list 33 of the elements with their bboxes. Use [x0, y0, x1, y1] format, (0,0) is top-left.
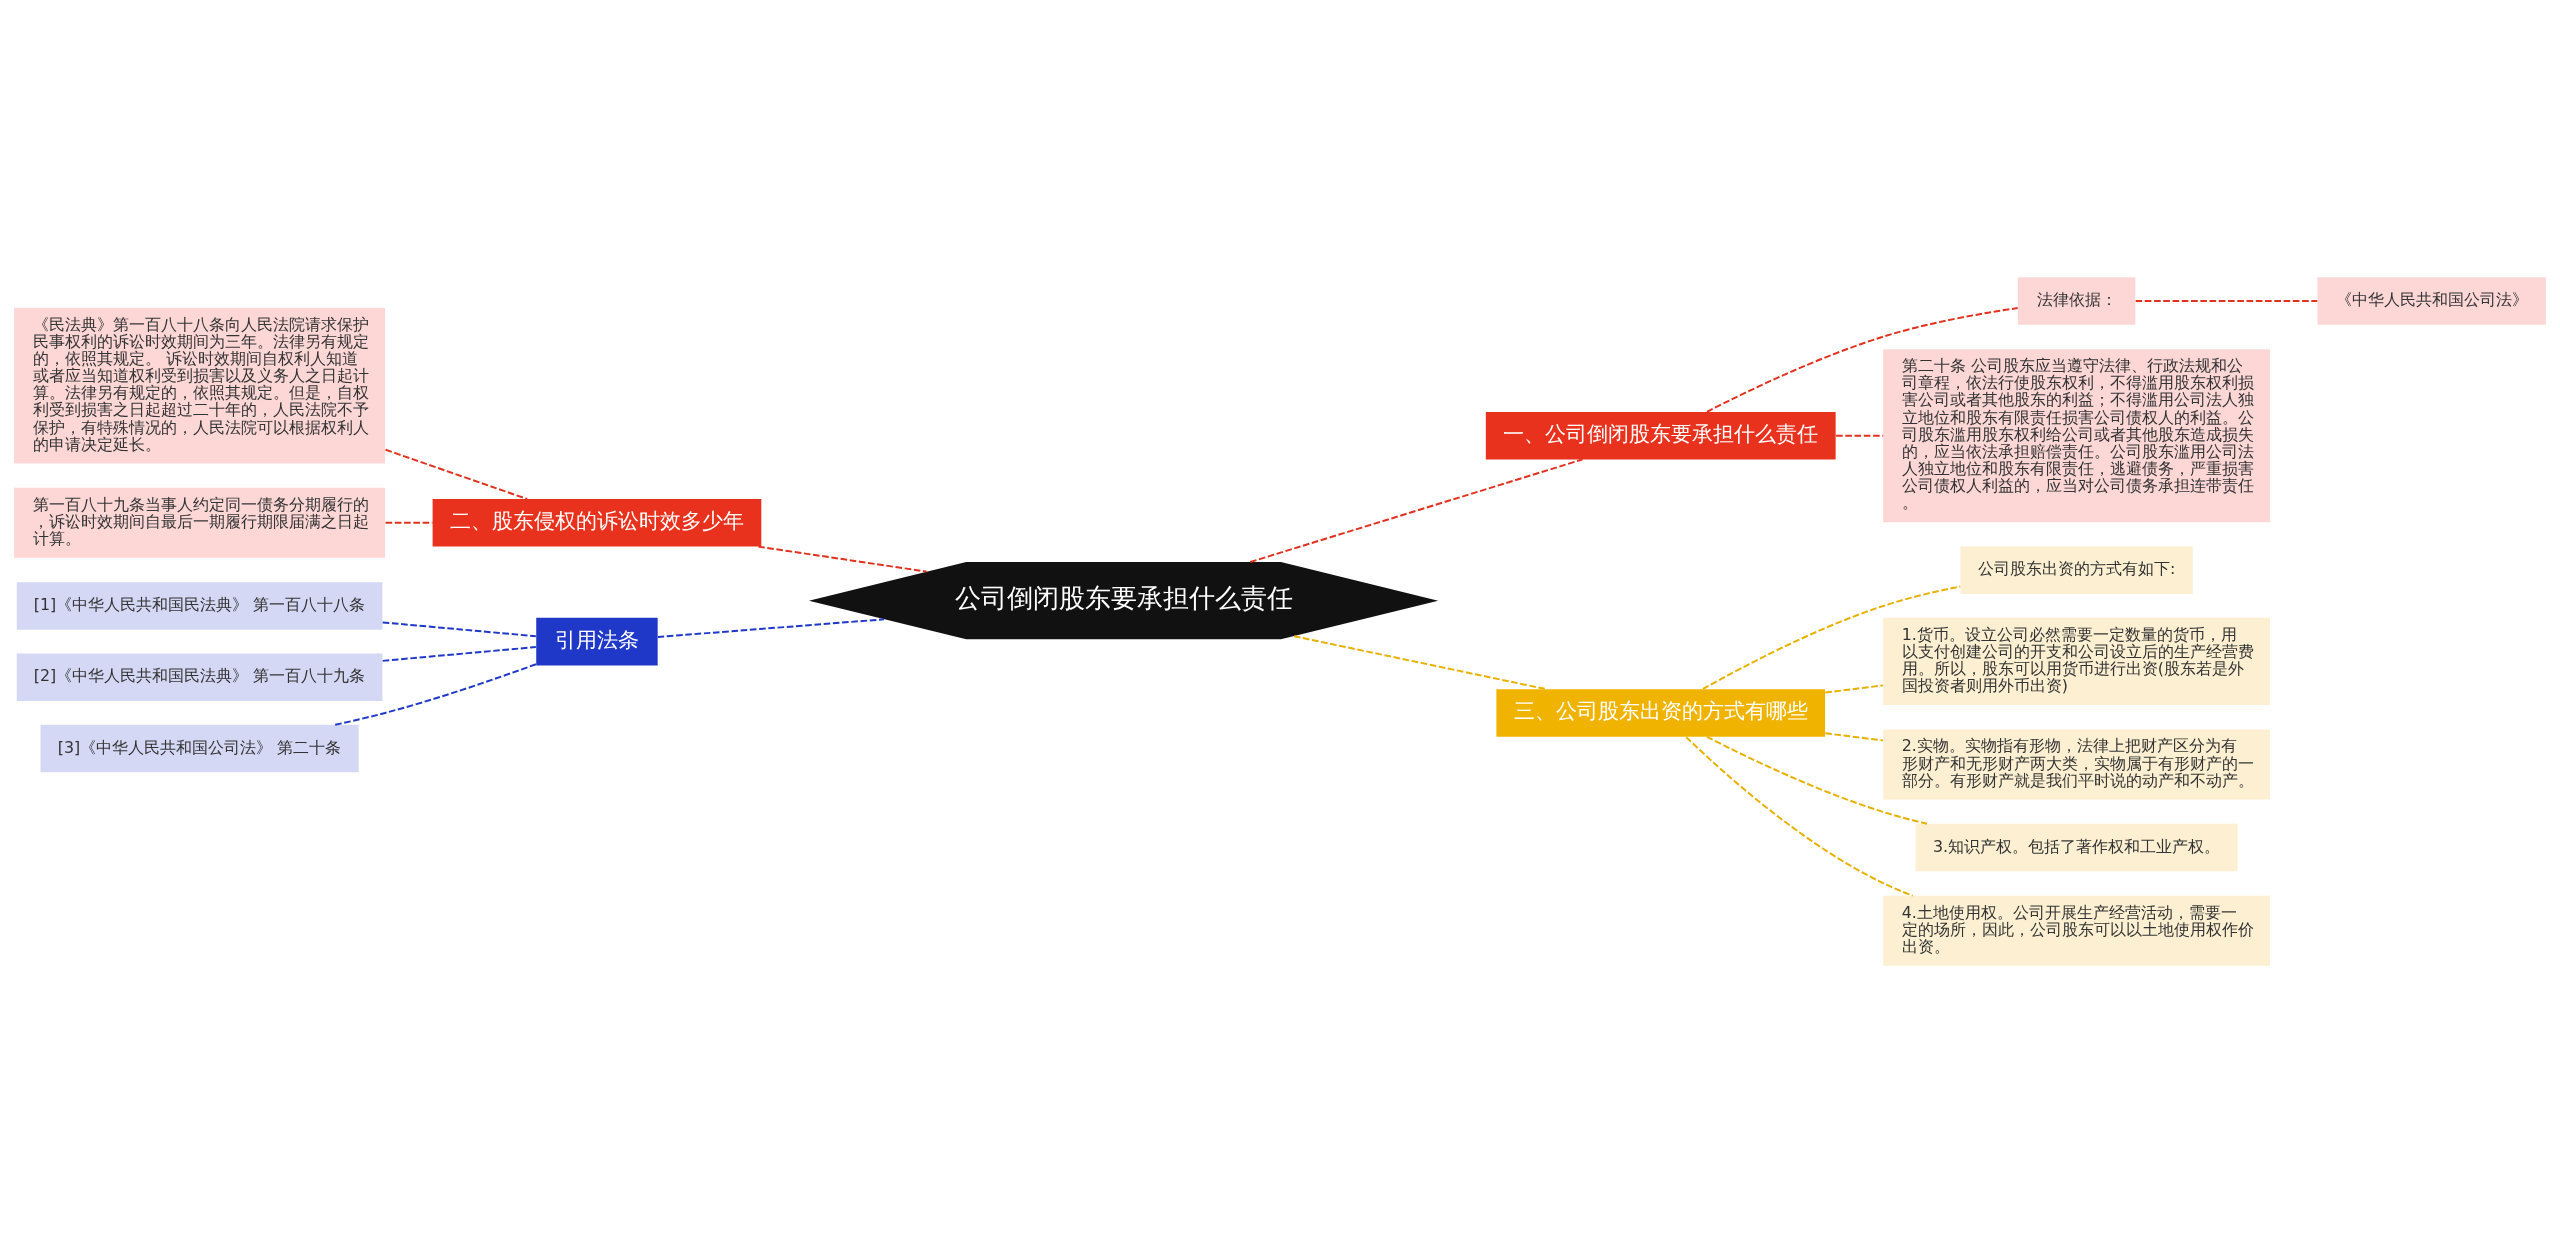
- node-box: [3]《中华人民共和国公司法》 第二十条: [40, 724, 359, 772]
- connector: [757, 545, 928, 573]
- node-box: 法律依据：: [2017, 276, 2136, 325]
- node-box: 第二十条 公司股东应当遵守法律、行政法规和公司章程，依法行使股东权利，不得滥用股东权利损害公司或者其他股东的利益；不得滥用公司法人独立地位和股东有限责任损害公司债权人的利益。公司股东滥用股东权利给公司或者其他股东造成损失的，应当依法承担赔偿责任。公司股东滥用公司法人独立地位和股东有限责任，逃避债务，严重损害公司债权人利益的，应当对公司债务承担连带责任。: [1883, 348, 2270, 522]
- connector: [1702, 585, 1962, 690]
- connector: [656, 617, 885, 638]
- node-box: 《民法典》第一百八十八条向人民法院请求保护民事权利的诉讼时效期间为三年。法律另有规定的，依照其规定。 诉讼时效期间自权利人知道或者应当知道权利受到损害以及义务人之日起计算。法律另有规定的，依照其规定。但是，自权利受到损害之日起超过二十年的，人民法院不予保护，有特殊情况的，人民法院可以根据权利人的申请决定延长。: [14, 307, 386, 463]
- connector: [1824, 731, 1885, 741]
- connector: [1824, 683, 1885, 694]
- connector: [1706, 735, 1929, 825]
- node-box: 三、公司股东出资的方式有哪些: [1496, 688, 1826, 737]
- connector: [1293, 634, 1548, 690]
- node-box: [2]《中华人民共和国民法典》 第一百八十九条: [16, 653, 383, 701]
- node-box: 公司股东出资的方式有如下:: [1960, 546, 2193, 594]
- connector: [1249, 458, 1584, 563]
- node-box: 3.知识产权。包括了著作权和工业产权。: [1915, 823, 2238, 871]
- connector: [334, 662, 537, 726]
- node-box: [1]《中华人民共和国民法典》 第一百八十八条: [16, 581, 383, 630]
- connector: [384, 448, 529, 500]
- node-box: 二、股东侵权的诉讼时效多少年: [432, 498, 762, 547]
- connector: [1685, 735, 1914, 897]
- connector: [2134, 299, 2319, 302]
- node-box: 《中华人民共和国公司法》: [2317, 276, 2546, 325]
- node-box: 引用法条: [536, 617, 658, 665]
- connector: [1835, 434, 1885, 437]
- node-box: 4.土地使用权。公司开展生产经营活动，需要一定的场所，因此，公司股东可以以土地使用权作价出资。: [1883, 895, 2270, 966]
- node-box: 第一百八十九条当事人约定同一债务分期履行的，诉讼时效期间自最后一期履行期限届满之日起计算。: [14, 487, 386, 558]
- connector: [1706, 306, 2019, 413]
- connector: [381, 645, 537, 662]
- node-box: 1.货币。设立公司必然需要一定数量的货币，用以支付创建公司的开支和公司设立后的生产经营费用。所以，股东可以用货币进行出资(股东若是外国投资者则用外币出资): [1883, 617, 2270, 705]
- connector: [381, 620, 537, 637]
- node-box: 2.实物。实物指有形物，法律上把财产区分为有形财产和无形财产两大类，实物属于有形财产的一部分。有形财产就是我们平时说的动产和不动产。: [1883, 728, 2270, 799]
- node-box: 一、公司倒闭股东要承担什么责任: [1485, 411, 1836, 459]
